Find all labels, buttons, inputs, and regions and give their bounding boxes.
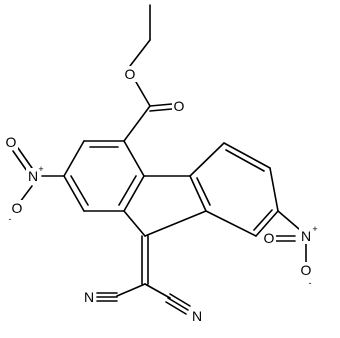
left-nitrile-nitrogen-label: N <box>84 289 94 305</box>
atom-labels: O O O N + O - N + O O - N N <box>4 66 318 324</box>
left-nitro-oxygen-bottom-label: O <box>12 200 23 216</box>
right-nitro-oxygen-left-label: O <box>264 230 275 246</box>
bond-ring-a-3 <box>63 175 85 212</box>
bond-left-nitro-oxygen-top-double <box>12 150 28 172</box>
bond-left-nitro-oxygen-top <box>17 147 33 169</box>
bond-left-nitro-oxygen-bottom <box>19 185 33 203</box>
right-nitro-nitrogen-charge: + <box>312 224 317 234</box>
left-nitro-oxygen-top-label: O <box>6 134 17 150</box>
bond-ring-b-6 <box>205 210 257 237</box>
bond-ring-b-1 <box>189 175 207 212</box>
bond-ring-b-3 <box>223 142 271 169</box>
bond-right-nitrile-triple-3 <box>165 301 187 315</box>
right-nitrile-nitrogen-label: N <box>192 308 202 324</box>
bond-ring-b-5 <box>255 210 279 237</box>
bond-ring-a-5-inner <box>118 175 137 206</box>
bond-ring-a-6 <box>123 140 145 177</box>
ester-carbonyl-oxygen-label: O <box>174 98 185 114</box>
left-nitro-nitrogen-label: N <box>28 168 38 184</box>
bond-methylene-ether-oxygen <box>129 39 151 67</box>
bond-ring-b-5-inner <box>253 209 273 231</box>
bond-right-nitrile-triple-1 <box>169 293 191 307</box>
bond-carbonyl-carbon-ring <box>123 105 151 142</box>
right-nitro-oxygen-bottom-charge: - <box>309 278 312 288</box>
bond-ring-b-2 <box>189 142 225 177</box>
bond-ring-b-1-inner <box>196 177 211 206</box>
bond-vinyl-left-nitrile-carbon <box>116 283 146 297</box>
bond-ring-a-2 <box>63 140 85 177</box>
bond-ring-b-4 <box>269 167 279 212</box>
bond-carbonyl-double-a <box>149 103 173 107</box>
right-nitro-oxygen-bottom-label: O <box>301 262 312 278</box>
bond-ring-a-5 <box>123 175 145 212</box>
left-nitro-oxygen-bottom-charge: - <box>9 214 12 224</box>
bonds <box>12 4 307 315</box>
bond-ether-oxygen-carbonyl-carbon <box>135 81 151 107</box>
bond-right-nitrile-triple-2 <box>167 297 189 311</box>
bond-ring-b-3-inner <box>225 149 265 172</box>
ester-ether-oxygen-label: O <box>125 66 136 82</box>
right-nitro-nitrogen-label: N <box>301 228 311 244</box>
bond-carbonyl-double-b <box>149 108 173 112</box>
bond-ring-right-nitro <box>277 210 300 230</box>
bond-ring-a-3-inner <box>70 175 89 206</box>
bond-five-ring-left <box>123 210 146 237</box>
left-nitro-nitrogen-charge: + <box>38 164 43 174</box>
bond-vinyl-right-nitrile-carbon <box>144 283 171 299</box>
bond-five-ring-right <box>144 210 207 237</box>
